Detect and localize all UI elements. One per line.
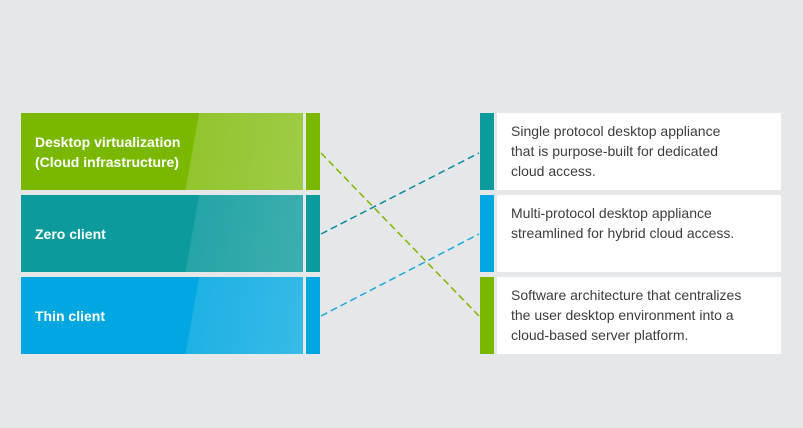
connector-strip-blue [306, 277, 320, 354]
definition-software-architecture: Software architecture that centralizes t… [497, 277, 781, 354]
term-label-thin-client: Thin client [35, 307, 105, 324]
connector-strip-blue-right [480, 195, 494, 272]
term-shade [21, 195, 303, 272]
definition-single-protocol: Single protocol desktop appliance that i… [497, 113, 781, 190]
connection-line-thin-client [320, 233, 480, 317]
connector-strip-teal [306, 195, 320, 272]
term-label-zero-client: Zero client [35, 225, 106, 242]
connector-strip-green [306, 113, 320, 190]
term-label-desktop-virtualization: Desktop virtualization (Cloud infrastruc… [35, 133, 181, 170]
term-shade [21, 113, 303, 190]
connector-strip-green-right [480, 277, 494, 354]
term-desktop-virtualization: Desktop virtualization (Cloud infrastruc… [21, 113, 303, 190]
term-thin-client: Thin client [21, 277, 303, 354]
term-zero-client: Zero client [21, 195, 303, 272]
connector-strip-teal-right [480, 113, 494, 190]
definition-multi-protocol: Multi-protocol desktop appliance streaml… [497, 195, 781, 272]
connection-line-desktop-virtualization [320, 152, 480, 317]
connection-line-zero-client [320, 152, 480, 235]
term-shade [21, 277, 303, 354]
